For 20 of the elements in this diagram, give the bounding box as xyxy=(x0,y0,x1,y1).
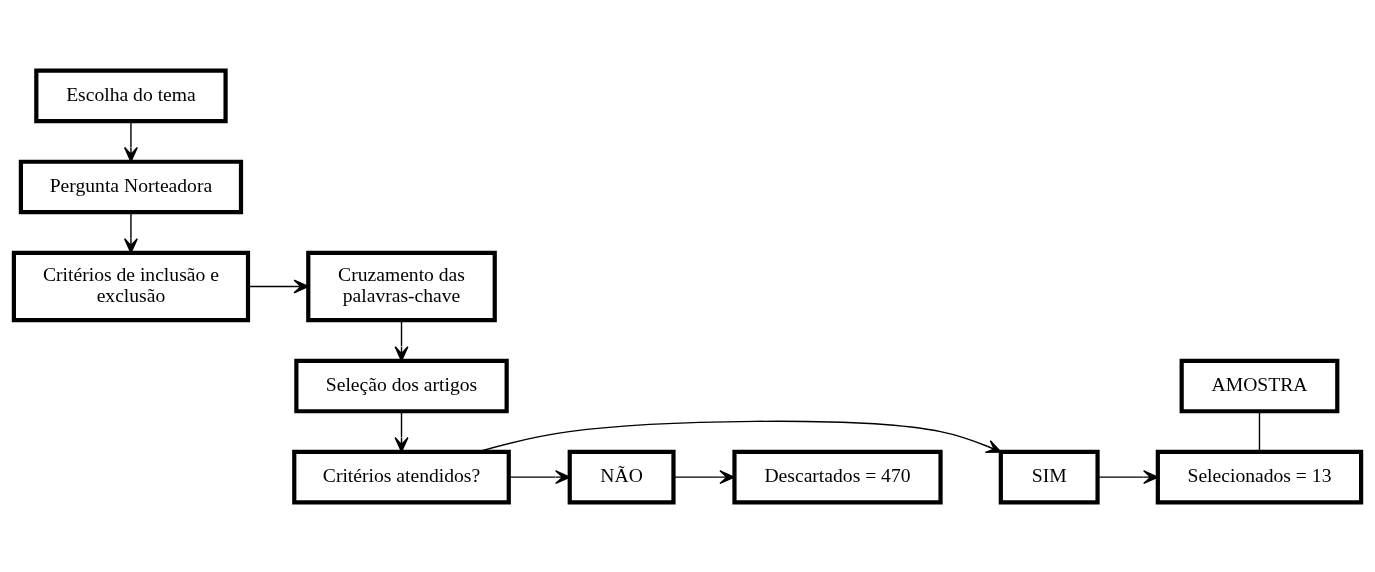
arrow xyxy=(123,120,138,162)
node-box: AMOSTRA xyxy=(1179,358,1340,413)
connector xyxy=(1258,410,1261,452)
node-box: Seleção dos artigos xyxy=(294,358,509,413)
node-box: Selecionados = 13 xyxy=(1155,449,1364,504)
node-box: Critérios de inclusão e exclusão xyxy=(11,250,251,322)
arrow xyxy=(247,279,309,293)
node-box: Escolha do tema xyxy=(34,68,228,123)
arrow xyxy=(673,469,735,484)
node-box: Pergunta Norteadora xyxy=(18,159,244,214)
arrow xyxy=(508,469,571,484)
node-box: NÃO xyxy=(567,449,676,504)
arrow xyxy=(1096,469,1159,484)
arrow xyxy=(394,410,409,452)
node-box: Cruzamento das palavras-chave xyxy=(306,250,497,322)
node-box: Descartados = 470 xyxy=(732,449,943,504)
arrow xyxy=(394,319,409,361)
arrow xyxy=(123,211,138,253)
node-box: SIM xyxy=(998,449,1100,504)
node-box: Critérios atendidos? xyxy=(292,449,511,504)
